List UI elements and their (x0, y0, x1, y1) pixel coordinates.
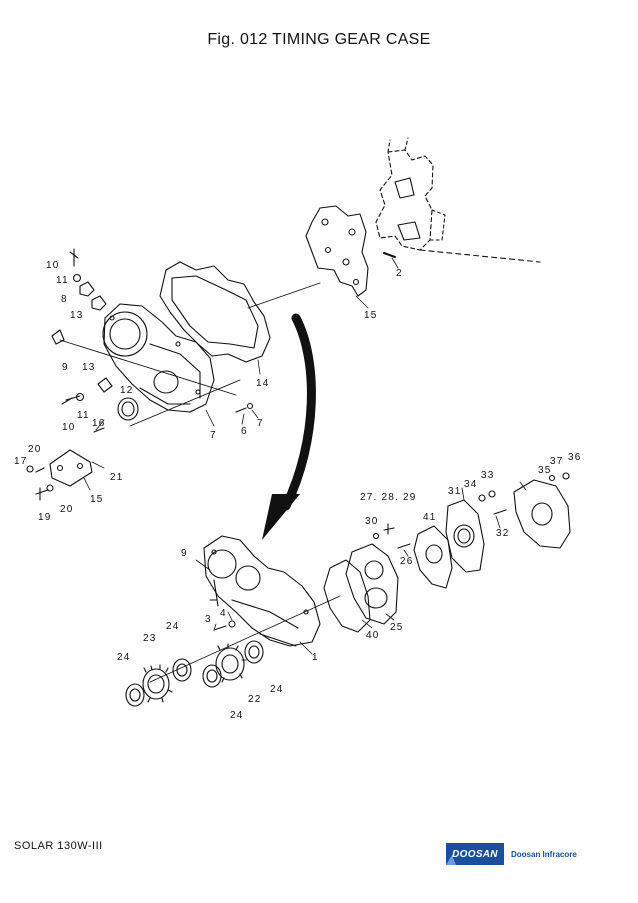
cover-31 (445, 499, 485, 573)
callout-6: 9 (181, 548, 188, 559)
page-title: Fig. 012 TIMING GEAR CASE (207, 31, 431, 48)
callout-4: 4 (220, 608, 227, 619)
cover-plate-16 (26, 449, 93, 501)
gasket-38 (323, 559, 371, 633)
callout-31: 31 (448, 486, 462, 497)
callout-25: 25 (390, 622, 404, 633)
callout-20: 20 (28, 444, 42, 455)
callout-24b: 24 (117, 652, 131, 663)
callout-10: 10 (46, 260, 60, 271)
callout-15: 15 (364, 310, 378, 321)
callout-19: 19 (38, 512, 52, 523)
callout-32: 32 (496, 528, 510, 539)
callout-11: 11 (56, 275, 69, 286)
callout-2: 2 (396, 268, 403, 279)
doosan-logo: DOOSAN Doosan Infracore (446, 843, 577, 865)
logo-text: DOOSAN (452, 848, 498, 860)
callout-14: 14 (256, 378, 270, 389)
callout-9: 8 (61, 294, 68, 305)
callout-20b: 20 (60, 504, 74, 515)
callout-34: 34 (464, 479, 478, 490)
callout-18: 17 (14, 456, 28, 467)
housing-25 (345, 543, 399, 625)
callout-26: 26 (400, 556, 414, 567)
callout-35: 35 (538, 465, 552, 476)
model-name: SOLAR 130W-III (14, 840, 103, 852)
logo-badge: DOOSAN (446, 843, 504, 865)
callout-38: 40 (366, 630, 380, 641)
upper-gear-case-body (102, 303, 215, 413)
callout-10b: 10 (62, 422, 76, 433)
gasket-14 (159, 261, 271, 363)
callout-8: 7 (257, 418, 264, 429)
gasket-15 (305, 205, 369, 297)
callout-37: 37 (550, 456, 564, 467)
callout-7: 6 (241, 426, 248, 437)
logo-subtext: Doosan Infracore (511, 849, 577, 859)
callout-24a: 24 (166, 621, 180, 632)
callout-3: 3 (205, 614, 212, 625)
gasket-39 (413, 525, 453, 589)
callout-1: 1 (312, 652, 319, 663)
callout-5: 7 (210, 430, 217, 441)
callout-30: 30 (365, 516, 379, 527)
gear-train (125, 640, 264, 707)
callout-13: 13 (70, 310, 84, 321)
callout-27-28-29: 27. 28. 29 (360, 492, 416, 503)
lower-gear-case-body (203, 535, 321, 647)
callout-12: 12 (120, 385, 134, 396)
callout-24d: 24 (230, 710, 244, 721)
callout-21: 21 (110, 472, 124, 483)
cover-35 (513, 479, 571, 549)
callout-16: 15 (90, 494, 104, 505)
engine-block-outline (375, 137, 541, 263)
assembly-arrow (281, 313, 316, 511)
callout-33: 33 (481, 470, 495, 481)
upper-small-parts (51, 248, 254, 433)
callout-22: 22 (248, 694, 262, 705)
callout-24c: 24 (270, 684, 284, 695)
callout-9b: 9 (62, 362, 69, 373)
callout-11b: 11 (77, 410, 90, 421)
callout-39: 41 (423, 512, 437, 523)
callout-17: 16 (92, 418, 106, 429)
callout-13b: 13 (82, 362, 96, 373)
oil-seal-12 (117, 397, 139, 421)
callout-36: 36 (568, 452, 582, 463)
callout-23: 23 (143, 633, 157, 644)
